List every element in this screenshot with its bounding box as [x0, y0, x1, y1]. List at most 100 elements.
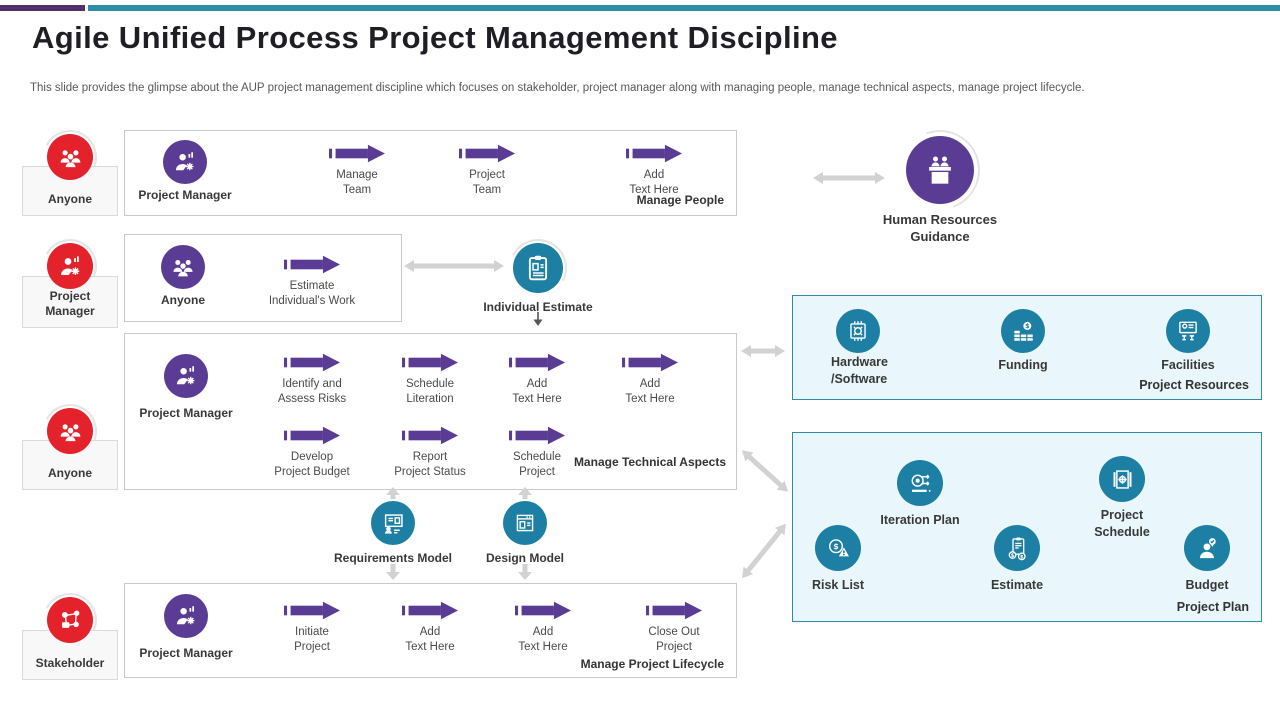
flow-arrow-icon	[402, 353, 458, 372]
double-arrow-connector	[813, 172, 885, 184]
hardware-software-circle	[836, 309, 880, 353]
svg-text:$: $	[1019, 554, 1023, 560]
role-label: Project Manager	[139, 646, 233, 660]
actor-circle	[47, 243, 93, 289]
budget-label: Budget	[1185, 578, 1229, 592]
role-circle	[164, 594, 208, 638]
role-label: Project Manager	[139, 406, 233, 420]
process-step: Schedule Literation	[370, 353, 490, 407]
flow-arrow-icon	[459, 144, 515, 163]
project-manager-icon	[176, 606, 195, 625]
facilities-circle	[1166, 309, 1210, 353]
flow-arrow-icon	[284, 601, 340, 620]
project-manager-icon	[175, 152, 194, 171]
actor-label: Anyone	[47, 466, 92, 481]
svg-text:$: $	[1010, 553, 1014, 559]
role-circle	[161, 245, 205, 289]
step-label: Estimate Individual's Work	[268, 280, 356, 307]
requirements-document-icon	[384, 513, 403, 534]
process-step: Estimate Individual's Work	[252, 255, 372, 309]
project-resources-panel: Hardware /Software $ Funding Facilities …	[792, 295, 1262, 400]
iteration-plan-label: Iteration Plan	[880, 513, 960, 527]
process-step: Schedule Project	[477, 426, 597, 480]
top-accent-bar-teal	[88, 5, 1280, 11]
step-label: Schedule Literation	[406, 378, 454, 405]
presentation-board-icon	[1179, 321, 1197, 341]
estimate-clipboard-coins-icon: $ $	[1008, 536, 1026, 560]
process-step: Add Text Here	[483, 601, 603, 655]
risk-list-circle: $	[815, 525, 861, 571]
design-model-label: Design Model	[485, 551, 564, 565]
flow-arrow-icon	[284, 426, 340, 445]
step-label: Identify and Assess Risks	[277, 378, 347, 405]
clipboard-icon	[528, 255, 548, 281]
flow-arrow-icon	[509, 353, 565, 372]
process-step: Add Text Here	[590, 353, 710, 407]
podium-icon	[929, 156, 951, 184]
process-step: Manage Team	[297, 144, 417, 198]
role-circle	[164, 354, 208, 398]
flow-arrow-icon	[402, 426, 458, 445]
page-title: Agile Unified Process Project Management…	[32, 20, 838, 55]
manage-technical-aspects-box: Project Manager Identify and Assess Risk…	[124, 333, 737, 490]
hardware-software-label: Hardware /Software	[831, 355, 888, 386]
step-label: Add Text Here	[629, 169, 679, 196]
project-schedule-circle	[1099, 456, 1145, 502]
diagonal-double-arrow-connector	[741, 450, 789, 492]
down-arrow-connector	[386, 564, 400, 580]
panel-title: Project Plan	[1176, 600, 1249, 614]
manage-people-box: Project Manager Manage Team Project Team…	[124, 130, 737, 216]
flow-arrow-icon	[329, 144, 385, 163]
hr-guidance-label: Human Resources Guidance	[882, 212, 998, 244]
actor-circle	[47, 134, 93, 180]
project-schedule-label: Project Schedule	[1094, 508, 1150, 539]
step-label: Project Team	[469, 169, 505, 196]
design-model-circle	[503, 501, 547, 545]
role-label: Anyone	[160, 293, 205, 307]
process-step: Initiate Project	[252, 601, 372, 655]
budget-circle	[1184, 525, 1230, 571]
step-label: Add Text Here	[625, 378, 675, 405]
role-circle	[163, 140, 207, 184]
estimate-box: Anyone Estimate Individual's Work	[124, 234, 402, 322]
project-manager-icon	[60, 255, 79, 275]
window-design-icon	[516, 514, 534, 532]
flow-arrow-icon	[515, 601, 571, 620]
double-arrow-connector	[404, 260, 504, 272]
box-caption: Manage Technical Aspects	[573, 455, 726, 469]
svg-text:$: $	[1025, 322, 1030, 330]
step-label: Initiate Project	[294, 626, 330, 653]
actor-circle	[47, 597, 93, 643]
up-arrow-connector	[386, 487, 400, 499]
double-arrow-connector	[741, 345, 785, 357]
actor-label: Stakeholder	[35, 656, 105, 671]
funding-label: Funding	[998, 358, 1048, 372]
estimate-circle: $ $	[994, 525, 1040, 571]
step-label: Report Project Status	[394, 451, 466, 478]
project-manager-icon	[176, 366, 195, 385]
box-caption: Manage Project Lifecycle	[580, 657, 724, 671]
funding-money-icon: $	[1014, 321, 1033, 341]
step-label: Add Text Here	[512, 378, 562, 405]
process-step: Add Text Here	[594, 144, 714, 198]
actor-label: Project Manager	[45, 288, 95, 319]
iteration-plan-circle	[897, 460, 943, 506]
down-arrow-icon	[533, 312, 543, 326]
step-label: Manage Team	[336, 169, 378, 196]
panel-title: Project Resources	[1139, 378, 1249, 392]
top-accent-bar-purple	[0, 5, 85, 11]
flow-arrow-icon	[646, 601, 702, 620]
requirements-model-label: Requirements Model	[333, 551, 453, 565]
process-step: Report Project Status	[370, 426, 490, 480]
step-label: Add Text Here	[518, 626, 568, 653]
process-step: Add Text Here	[477, 353, 597, 407]
flow-arrow-icon	[626, 144, 682, 163]
funding-circle: $	[1001, 309, 1045, 353]
process-step: Add Text Here	[370, 601, 490, 655]
process-step: Close Out Project	[614, 601, 734, 655]
individual-estimate-label: Individual Estimate	[483, 300, 593, 314]
step-label: Add Text Here	[405, 626, 455, 653]
people-group-icon	[60, 423, 80, 441]
diagonal-double-arrow-connector	[741, 523, 787, 579]
